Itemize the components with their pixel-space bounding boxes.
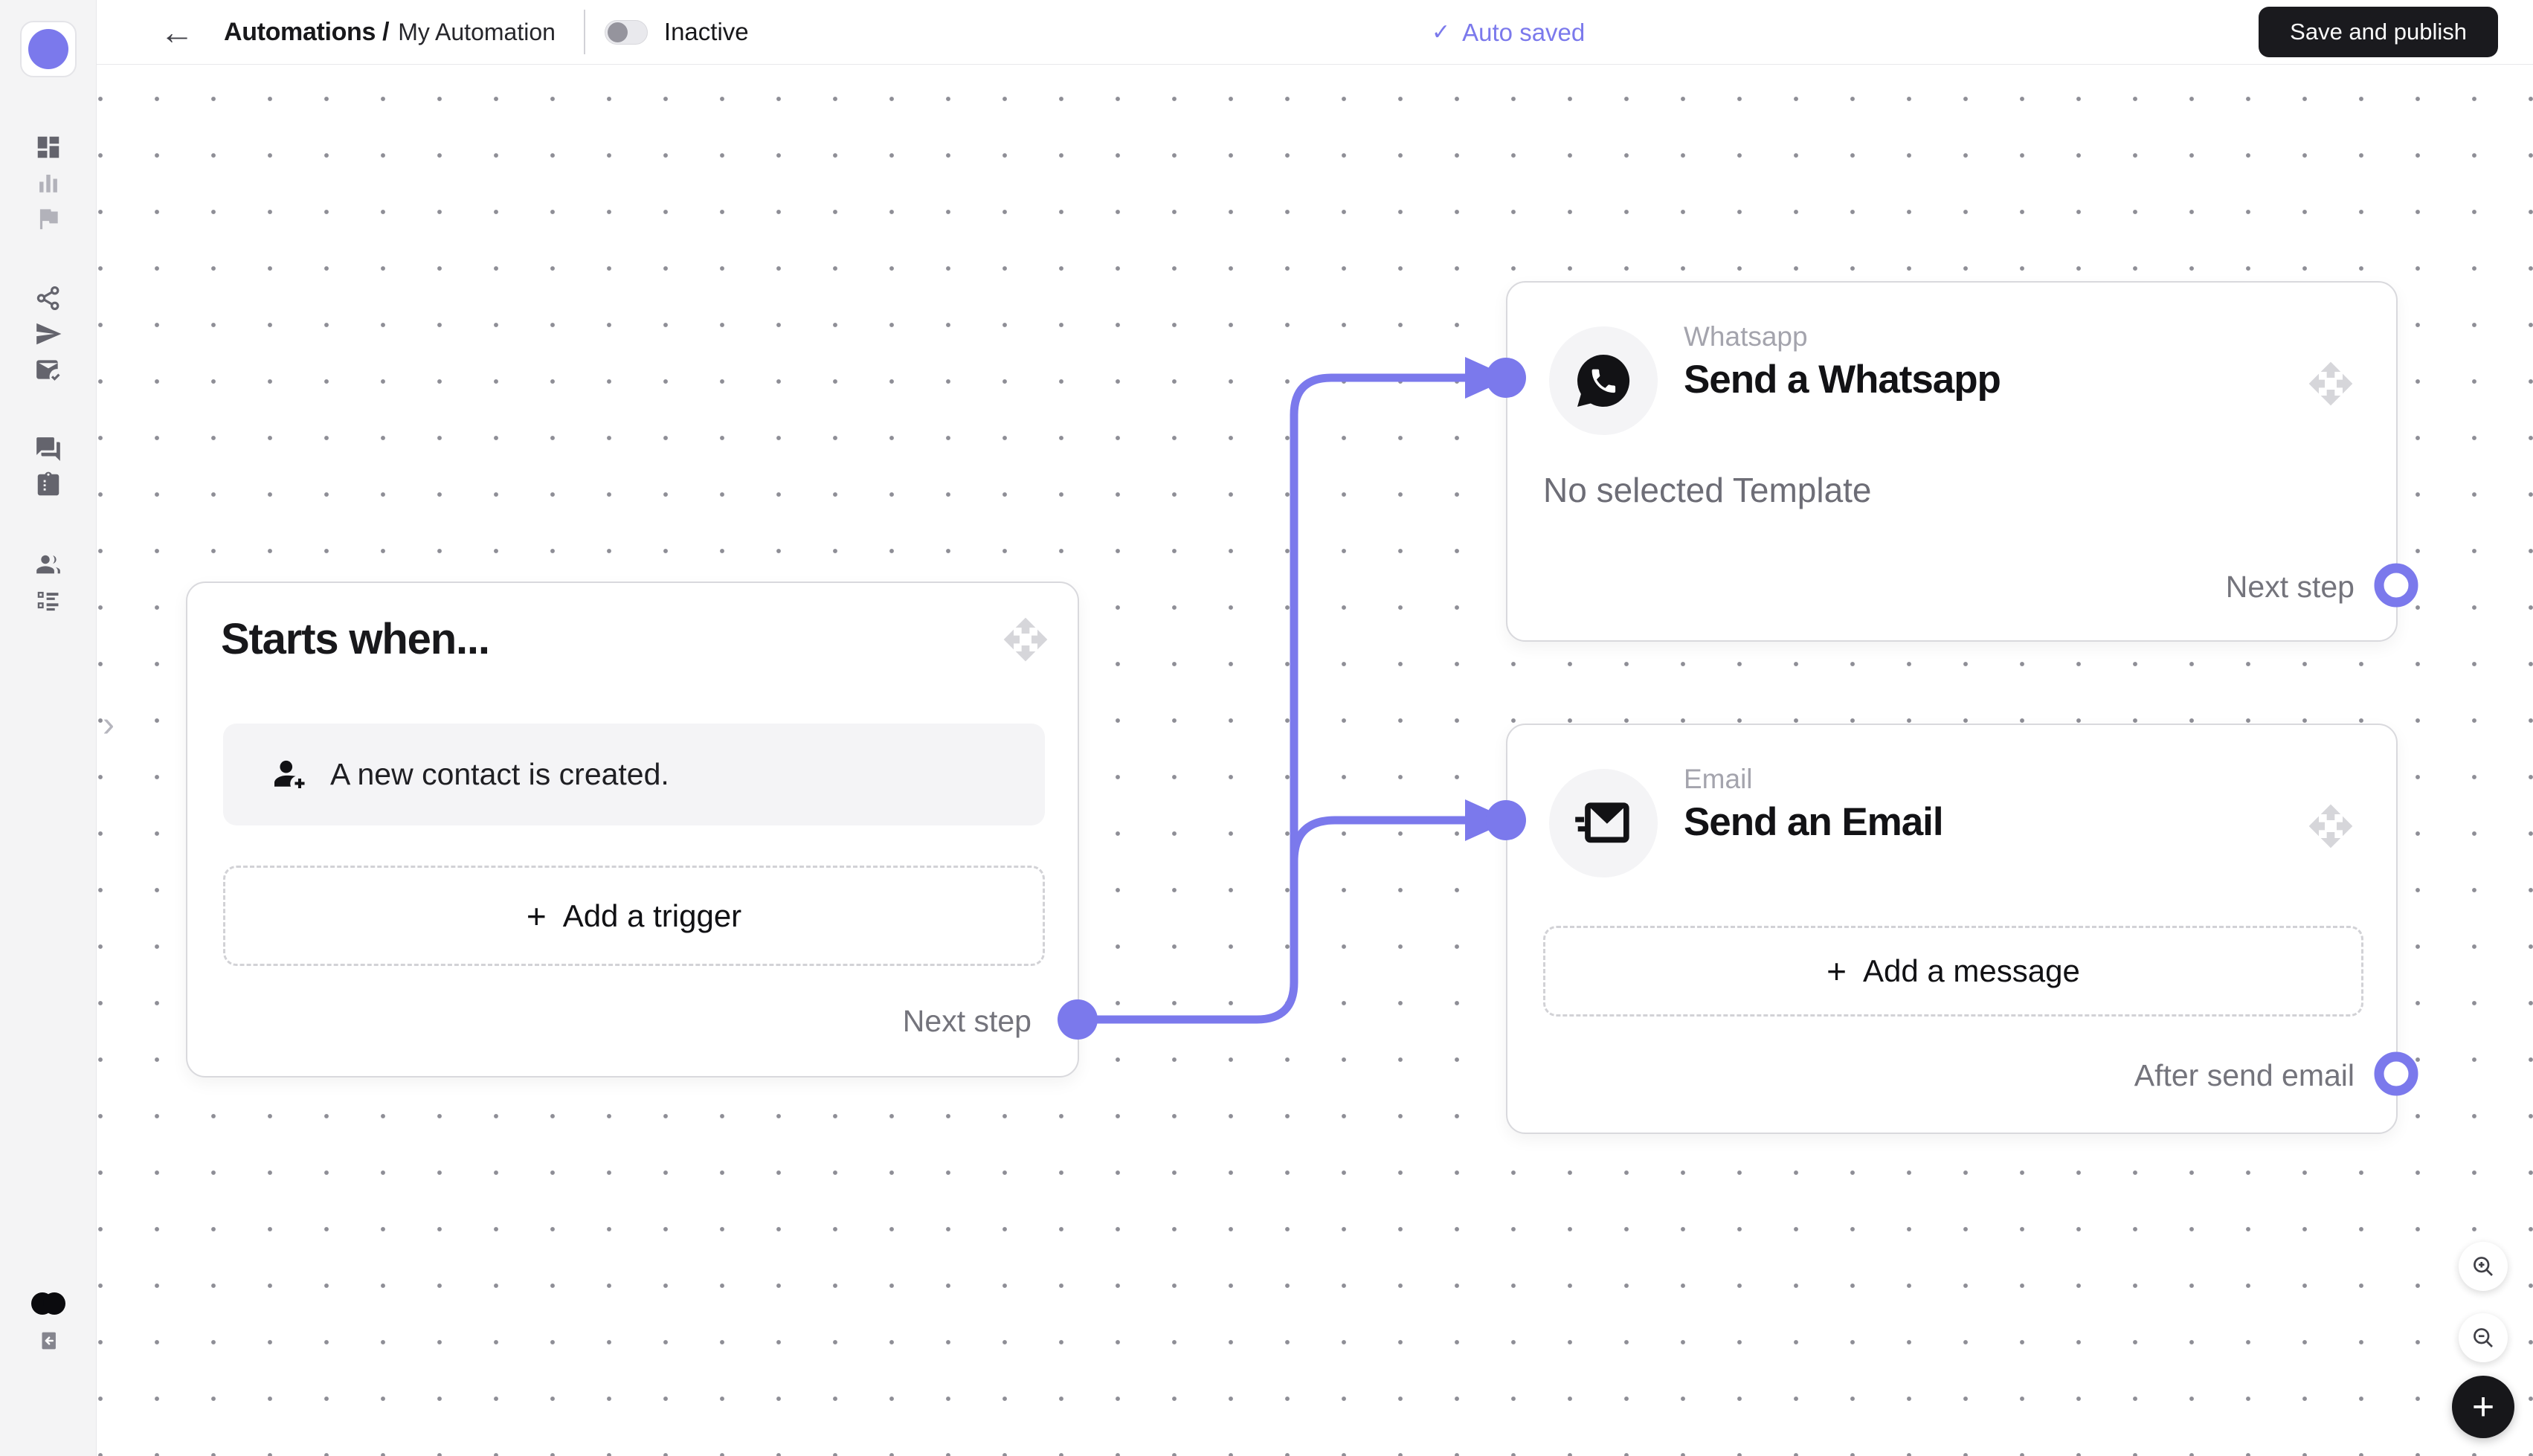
autosave-status: ✓ Auto saved [1432, 0, 1585, 65]
active-toggle[interactable] [604, 19, 648, 45]
template-status-text: No selected Template [1543, 471, 1872, 509]
zoom-out-button[interactable] [2459, 1313, 2508, 1362]
output-port-email[interactable] [2374, 1051, 2418, 1096]
start-node[interactable]: Starts when... A new contact is created.… [186, 582, 1079, 1077]
chat-icon[interactable] [34, 435, 62, 463]
users-icon[interactable] [34, 550, 62, 579]
mail-check-icon[interactable] [34, 355, 62, 384]
clipboard-icon[interactable] [34, 471, 62, 499]
send-email-icon [1575, 802, 1629, 843]
add-node-button[interactable]: + [2452, 1376, 2514, 1438]
logo-icon [28, 29, 68, 69]
input-port-whatsapp[interactable] [1486, 358, 1526, 398]
output-port-whatsapp[interactable] [2374, 563, 2418, 608]
toggle-status-label: Inactive [663, 18, 749, 45]
input-port-email[interactable] [1486, 800, 1526, 840]
zoom-in-icon [2474, 1257, 2493, 1276]
breadcrumb-current: My Automation [398, 18, 556, 45]
autosave-label: Auto saved [1462, 18, 1586, 46]
next-step-label: Next step [902, 1004, 1031, 1038]
task-list-icon[interactable] [34, 586, 62, 614]
node-title: Send a Whatsapp [1684, 358, 2001, 402]
whatsapp-node[interactable]: Whatsapp Send a Whatsapp No selected Tem… [1506, 281, 2398, 642]
node-category: Whatsapp [1684, 321, 1808, 352]
back-button[interactable]: ← [160, 13, 194, 51]
zoom-in-button[interactable] [2459, 1242, 2508, 1291]
person-add-icon [274, 760, 305, 788]
add-message-label: Add a message [1863, 953, 2080, 988]
app-logo[interactable] [20, 21, 77, 77]
trigger-label: A new contact is created. [330, 757, 669, 791]
trigger-item[interactable]: A new contact is created. [223, 724, 1045, 825]
workflow-canvas[interactable]: › Starts when... A new contact is create… [97, 65, 2533, 1456]
after-send-email-label: After send email [2134, 1058, 2355, 1092]
dashboard-icon[interactable] [34, 133, 62, 161]
email-node[interactable]: Email Send an Email + Add a message Afte… [1506, 724, 2398, 1134]
bar-chart-icon[interactable] [34, 169, 62, 197]
check-icon: ✓ [1432, 20, 1451, 45]
share-icon[interactable] [34, 284, 62, 312]
connection-line-whatsapp [1073, 373, 1475, 1024]
output-port-start[interactable] [1058, 999, 1098, 1040]
next-step-label: Next step [2225, 570, 2355, 604]
plus-icon: + [526, 896, 547, 935]
sidebar-expand-handle[interactable]: › [103, 705, 115, 744]
workspace-avatar[interactable] [28, 1286, 69, 1321]
connection-line-email [1290, 816, 1475, 866]
email-icon-circle [1549, 769, 1658, 877]
move-icon[interactable] [2307, 802, 2355, 850]
sidebar-nav [0, 133, 96, 614]
zoom-out-icon [2474, 1328, 2493, 1347]
start-node-title: Starts when... [221, 615, 490, 663]
plus-icon: + [1826, 952, 1847, 990]
breadcrumb-section: Automations / [224, 17, 390, 46]
topbar-divider [583, 10, 585, 54]
add-trigger-button[interactable]: + Add a trigger [223, 866, 1045, 966]
logout-icon[interactable] [36, 1328, 61, 1353]
sidebar [0, 0, 97, 1456]
topbar: ← Automations / My Automation Inactive ✓… [97, 0, 2533, 65]
send-icon[interactable] [34, 320, 62, 348]
toggle-knob [607, 22, 628, 42]
node-title: Send an Email [1684, 800, 1944, 844]
save-and-publish-button[interactable]: Save and publish [2259, 7, 2498, 57]
whatsapp-icon-circle [1549, 326, 1658, 435]
move-icon[interactable] [2307, 360, 2355, 408]
add-trigger-label: Add a trigger [562, 898, 742, 933]
add-message-button[interactable]: + Add a message [1543, 926, 2363, 1017]
move-icon[interactable] [1002, 616, 1049, 663]
flag-icon[interactable] [34, 204, 62, 233]
whatsapp-icon [1577, 354, 1630, 407]
node-category: Email [1684, 764, 1753, 794]
